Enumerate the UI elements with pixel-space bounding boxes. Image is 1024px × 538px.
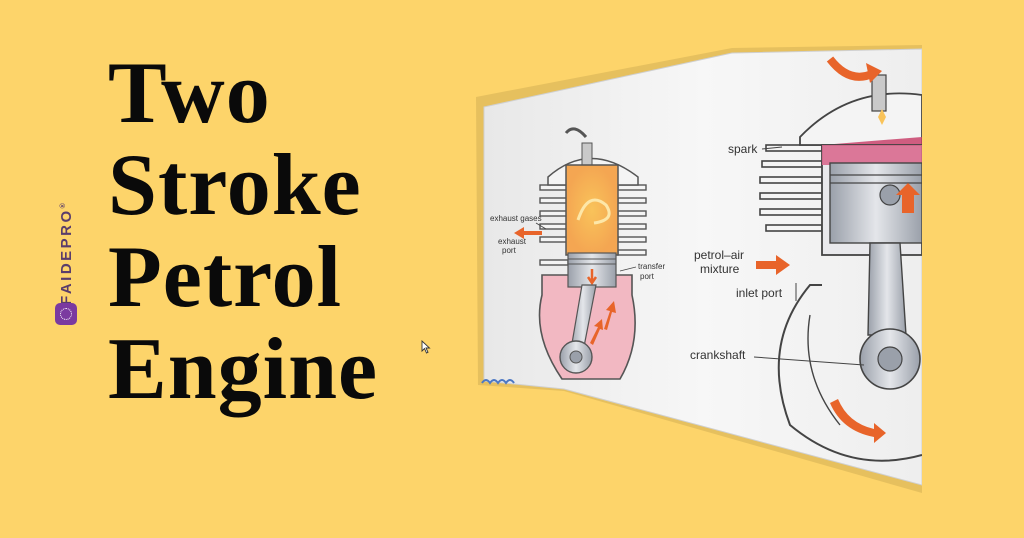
title-line-3: Petrol bbox=[108, 229, 343, 326]
label-exhaust-port-line1: exhaust bbox=[498, 237, 527, 246]
label-transfer-port-line1: transfer bbox=[638, 262, 665, 271]
label-exhaust-port-line2: port bbox=[502, 246, 517, 255]
title-line-1: Two bbox=[108, 45, 271, 142]
label-spark: spark bbox=[728, 142, 758, 156]
engine-diagram-board: exhaust gases exhaust port transfer port bbox=[476, 45, 922, 493]
page-title: Two Stroke Petrol Engine bbox=[108, 48, 378, 416]
label-crankshaft: crankshaft bbox=[690, 348, 746, 362]
label-petrol-air-line1: petrol–air bbox=[694, 248, 744, 262]
brand-name: FAIDEPRO® bbox=[58, 200, 75, 305]
label-petrol-air-line2: mixture bbox=[700, 262, 740, 276]
label-exhaust-gases: exhaust gases bbox=[490, 214, 542, 223]
title-line-2: Stroke bbox=[108, 137, 362, 234]
label-inlet-port: inlet port bbox=[736, 286, 783, 300]
mouse-cursor-icon bbox=[421, 340, 431, 354]
label-transfer-port-line2: port bbox=[640, 272, 655, 281]
left-engine-diagram: exhaust gases exhaust port transfer port bbox=[490, 127, 665, 380]
brand-watermark: FAIDEPRO® bbox=[52, 190, 82, 335]
title-line-4: Engine bbox=[108, 321, 379, 418]
circle-logo-icon bbox=[55, 303, 77, 325]
right-engine-diagram: spark petrol–air mixture inlet port cran… bbox=[690, 56, 922, 462]
